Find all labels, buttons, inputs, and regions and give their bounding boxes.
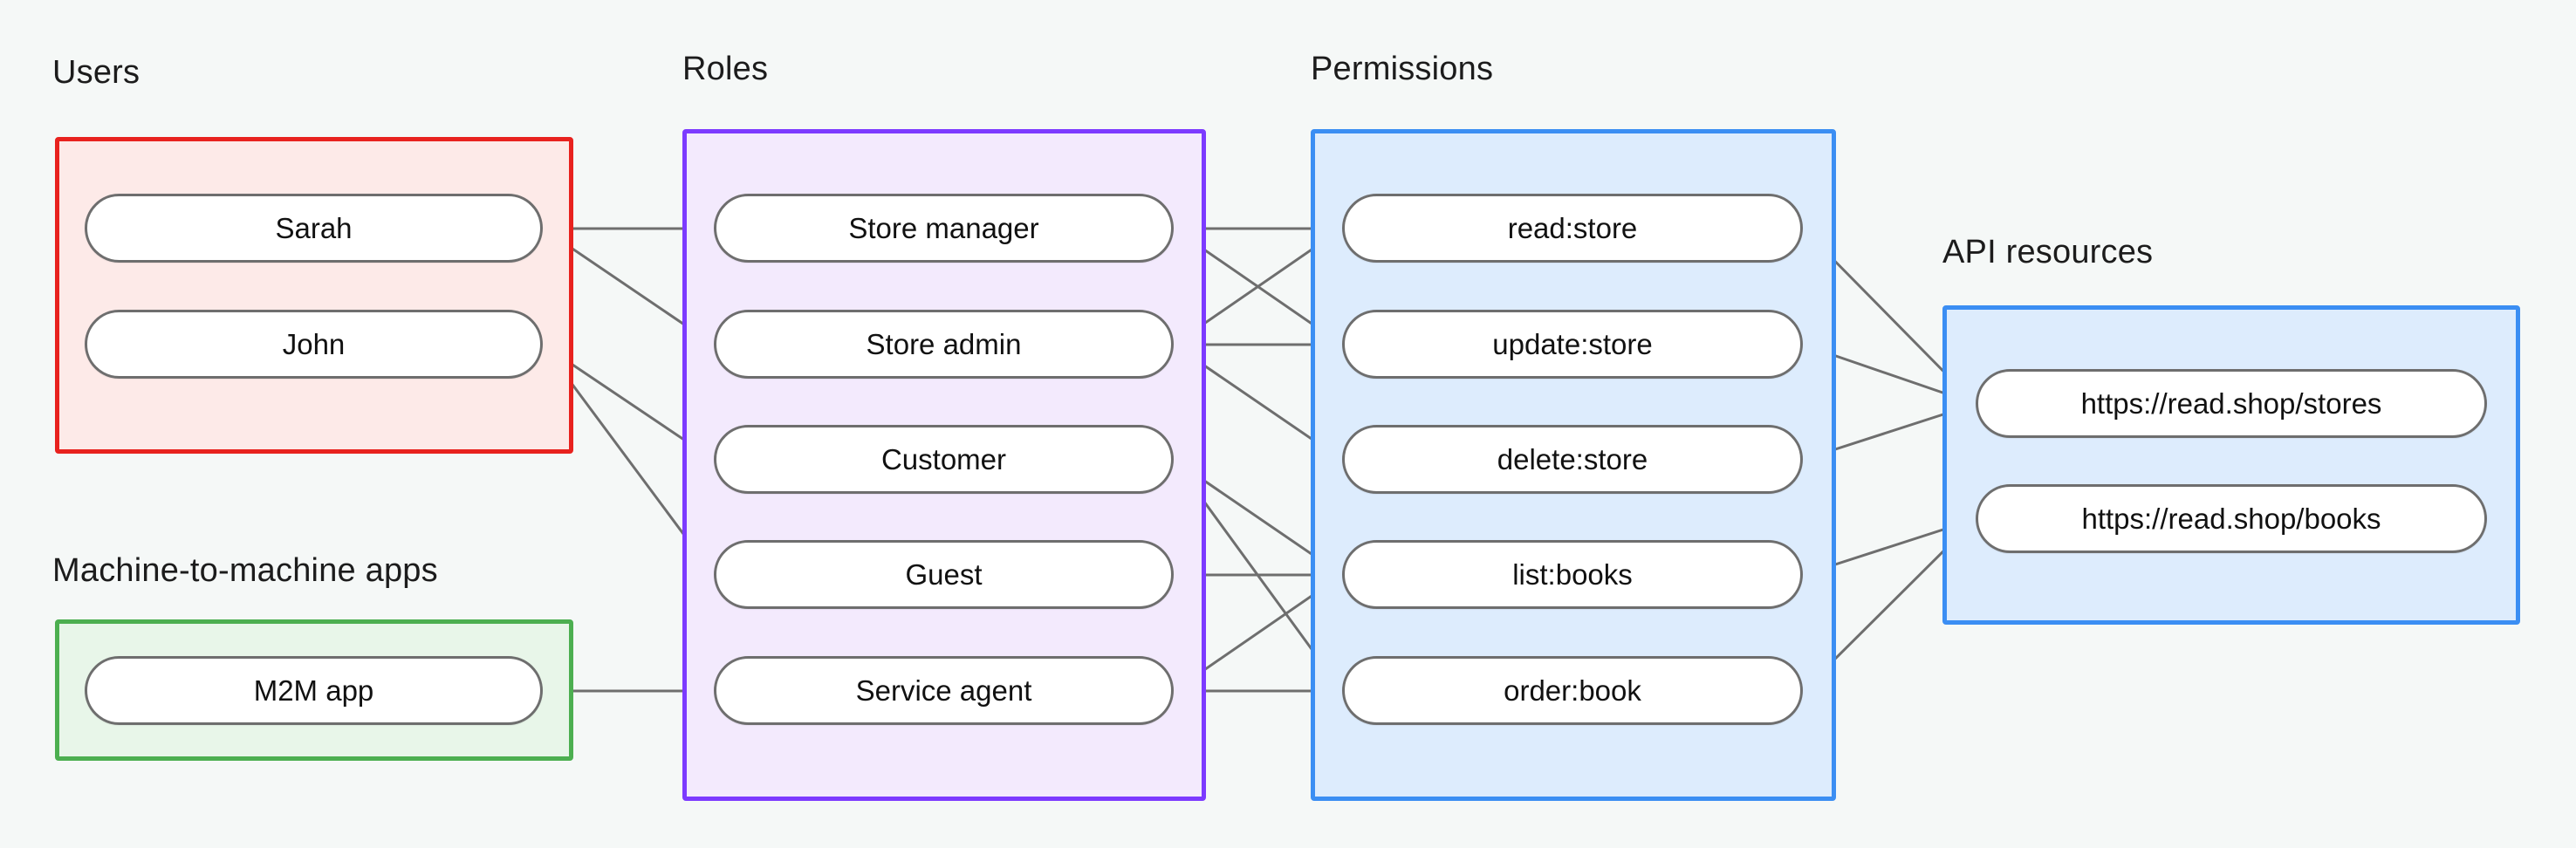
node-john[interactable]: John <box>85 310 543 379</box>
group-label-api_resources: API resources <box>1942 234 2154 270</box>
node-guest[interactable]: Guest <box>714 540 1174 609</box>
node-store_admin[interactable]: Store admin <box>714 310 1174 379</box>
group-label-roles: Roles <box>682 51 769 87</box>
node-res_books[interactable]: https://read.shop/books <box>1976 484 2487 553</box>
node-res_stores[interactable]: https://read.shop/stores <box>1976 369 2487 438</box>
group-label-users: Users <box>52 54 140 91</box>
group-label-m2m: Machine-to-machine apps <box>52 552 438 589</box>
group-box-api_resources <box>1942 305 2520 625</box>
node-update_store[interactable]: update:store <box>1342 310 1803 379</box>
group-label-permissions: Permissions <box>1311 51 1494 87</box>
node-read_store[interactable]: read:store <box>1342 194 1803 263</box>
group-box-users <box>55 137 573 454</box>
node-order_book[interactable]: order:book <box>1342 656 1803 725</box>
node-m2mapp[interactable]: M2M app <box>85 656 543 725</box>
node-store_manager[interactable]: Store manager <box>714 194 1174 263</box>
node-sarah[interactable]: Sarah <box>85 194 543 263</box>
node-list_books[interactable]: list:books <box>1342 540 1803 609</box>
node-customer[interactable]: Customer <box>714 425 1174 494</box>
node-service_agent[interactable]: Service agent <box>714 656 1174 725</box>
node-delete_store[interactable]: delete:store <box>1342 425 1803 494</box>
